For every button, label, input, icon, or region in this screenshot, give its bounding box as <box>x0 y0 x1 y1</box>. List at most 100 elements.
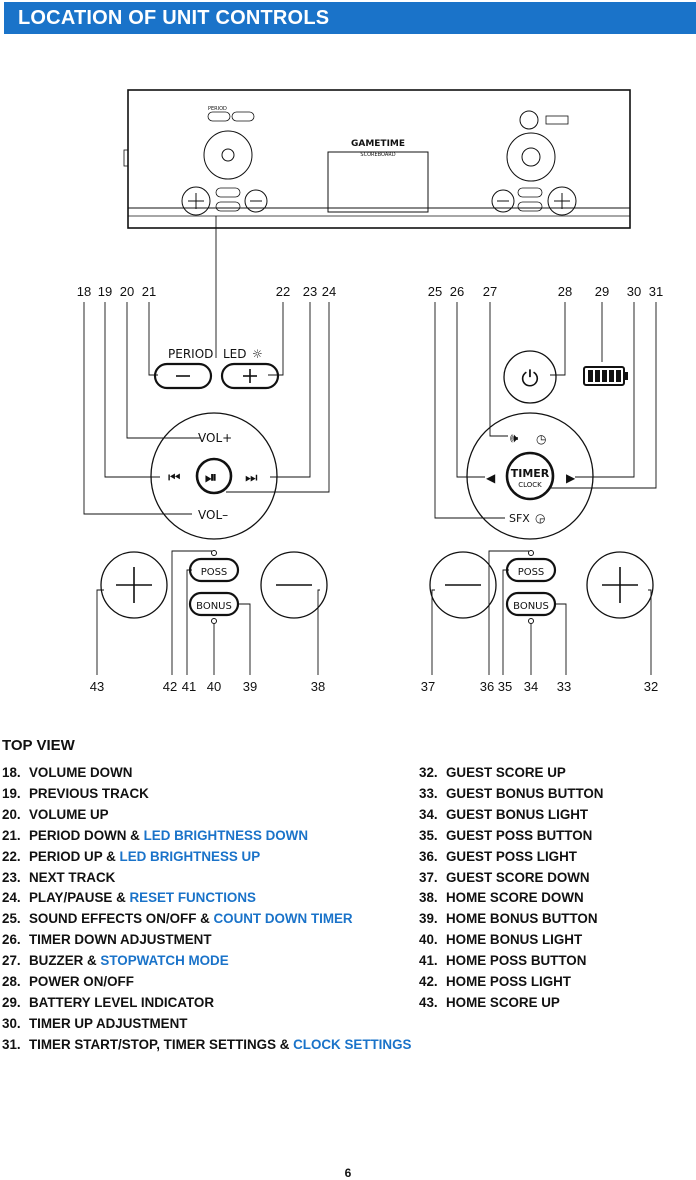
legend-num: 30. <box>2 1015 21 1031</box>
mini-period-label: PERIOD <box>208 106 227 112</box>
legend-text: PERIOD DOWN & <box>29 827 144 843</box>
period-led-buttons <box>153 362 280 390</box>
callout-40: 40 <box>207 679 221 694</box>
callout-31: 31 <box>649 284 663 299</box>
brand-subtitle: SCOREBOARD <box>360 152 395 158</box>
legend-item: 21. PERIOD DOWN & LED BRIGHTNESS DOWN <box>2 826 422 847</box>
legend-text: GUEST SCORE DOWN <box>446 869 590 885</box>
legend-num: 18. <box>2 765 21 780</box>
power-battery <box>503 350 628 404</box>
guest-score-controls <box>429 550 654 624</box>
callout-19: 19 <box>98 284 112 299</box>
callout-28: 28 <box>558 284 572 299</box>
legend-num: 39. <box>419 911 438 927</box>
legend-text: PERIOD UP & <box>29 848 120 864</box>
timer-down-icon: ◀ <box>486 471 496 485</box>
legend-num: 40. <box>419 932 438 948</box>
legend-num: 19. <box>2 785 21 801</box>
callout-34: 34 <box>524 679 538 694</box>
legend-num: 23. <box>2 869 21 885</box>
legend-item: 19.PREVIOUS TRACK <box>2 784 422 805</box>
callout-41: 41 <box>182 679 196 694</box>
legend-item: 33.GUEST BONUS BUTTON <box>419 784 696 805</box>
legend-item: 23.NEXT TRACK <box>2 868 422 889</box>
callout-23: 23 <box>303 284 317 299</box>
legend-item: 39. HOME BONUS BUTTON <box>419 909 696 930</box>
view-title: TOP VIEW <box>2 737 75 754</box>
legend-num: 37. <box>419 869 438 885</box>
legend-right: 32.GUEST SCORE UP 33.GUEST BONUS BUTTON … <box>419 763 696 1014</box>
legend-highlight: CLOCK SETTINGS <box>293 1036 412 1052</box>
callout-22: 22 <box>276 284 290 299</box>
legend-highlight: LED BRIGHTNESS UP <box>119 848 261 864</box>
brightness-icon: ☼ <box>252 347 263 361</box>
legend-text: BUZZER & <box>29 953 101 969</box>
legend-text: GUEST POSS LIGHT <box>446 848 577 864</box>
legend-num: 32. <box>419 765 438 780</box>
section-header: LOCATION OF UNIT CONTROLS <box>4 2 696 34</box>
callout-20: 20 <box>120 284 134 299</box>
previous-track-icon: ⏮ <box>168 470 181 486</box>
legend-item: 38.HOME SCORE DOWN <box>419 888 696 909</box>
legend-text: VOLUME UP <box>29 806 109 822</box>
callout-25: 25 <box>428 284 442 299</box>
timer-label: TIMER <box>511 467 550 480</box>
timer-control <box>466 412 594 540</box>
period-label: PERIOD <box>168 347 213 361</box>
legend-text: GUEST BONUS BUTTON <box>446 785 604 801</box>
legend-text: HOME BONUS BUTTON <box>446 911 598 927</box>
legend-text: GUEST BONUS LIGHT <box>446 806 589 822</box>
legend-text: SOUND EFFECTS ON/OFF & <box>29 911 214 927</box>
callout-37: 37 <box>421 679 435 694</box>
legend-item: 20.VOLUME UP <box>2 805 422 826</box>
section-title: LOCATION OF UNIT CONTROLS <box>18 7 330 29</box>
legend-text: GUEST SCORE UP <box>446 765 566 780</box>
legend-item: 35.GUEST POSS BUTTON <box>419 826 696 847</box>
stopwatch-icon: ◷ <box>536 432 547 446</box>
callout-38: 38 <box>311 679 325 694</box>
legend-text: PLAY/PAUSE & <box>29 890 130 906</box>
legend-text: HOME SCORE UP <box>446 994 560 1010</box>
legend-item: 25. SOUND EFFECTS ON/OFF & COUNT DOWN TIM… <box>2 909 422 930</box>
legend-text: TIMER UP ADJUSTMENT <box>29 1015 188 1031</box>
legend-item: 26.TIMER DOWN ADJUSTMENT <box>2 930 422 951</box>
page-number: 6 <box>344 1166 352 1180</box>
legend-num: 36. <box>419 848 438 864</box>
legend-highlight: LED BRIGHTNESS DOWN <box>143 827 308 843</box>
callout-33: 33 <box>557 679 571 694</box>
legend-left: 18. VOLUME DOWN 19.PREVIOUS TRACK 20.VOLU… <box>2 763 422 1056</box>
legend-highlight: COUNT DOWN TIMER <box>213 911 353 927</box>
legend-item: 32. GUEST SCORE UP <box>419 763 696 784</box>
guest-bonus-label: BONUS <box>513 601 549 612</box>
device-top-view: PERIOD GAMETIME SCOREBOARD <box>123 89 631 356</box>
legend-item: 24.PLAY/PAUSE & RESET FUNCTIONS <box>2 888 422 909</box>
legend-num: 21. <box>2 827 21 843</box>
legend-item: 30. TIMER UP ADJUSTMENT <box>2 1014 422 1035</box>
callout-27: 27 <box>483 284 497 299</box>
volume-control <box>150 412 278 540</box>
guest-poss-label: POSS <box>518 567 545 578</box>
legend-text: VOLUME DOWN <box>29 765 133 780</box>
legend-item: 29. BATTERY LEVEL INDICATOR <box>2 993 422 1014</box>
legend-item: 37. GUEST SCORE DOWN <box>419 868 696 889</box>
legend-num: 29. <box>2 994 21 1010</box>
legend-item: 28.POWER ON/OFF <box>2 972 422 993</box>
legend-num: 28. <box>2 974 21 990</box>
play-pause-icon: ⏯ <box>205 468 217 486</box>
home-bonus-label: BONUS <box>196 601 232 612</box>
countdown-icon: ◶ <box>535 511 546 525</box>
callout-26: 26 <box>450 284 464 299</box>
bottom-leader-lines <box>96 550 652 675</box>
legend-highlight: STOPWATCH MODE <box>100 953 229 969</box>
legend-text: BATTERY LEVEL INDICATOR <box>29 994 215 1010</box>
legend-item: 22.PERIOD UP & LED BRIGHTNESS UP <box>2 847 422 868</box>
legend-num: 35. <box>419 827 438 843</box>
legend-text: HOME SCORE DOWN <box>446 890 584 906</box>
buzzer-icon: 🕪 <box>510 431 518 446</box>
legend-num: 25. <box>2 911 21 927</box>
callout-43: 43 <box>90 679 104 694</box>
power-icon: ⏻ <box>521 367 538 392</box>
callout-21: 21 <box>142 284 156 299</box>
legend-highlight: RESET FUNCTIONS <box>129 890 256 906</box>
legend-text: TIMER START/STOP, TIMER SETTINGS & <box>29 1036 294 1052</box>
